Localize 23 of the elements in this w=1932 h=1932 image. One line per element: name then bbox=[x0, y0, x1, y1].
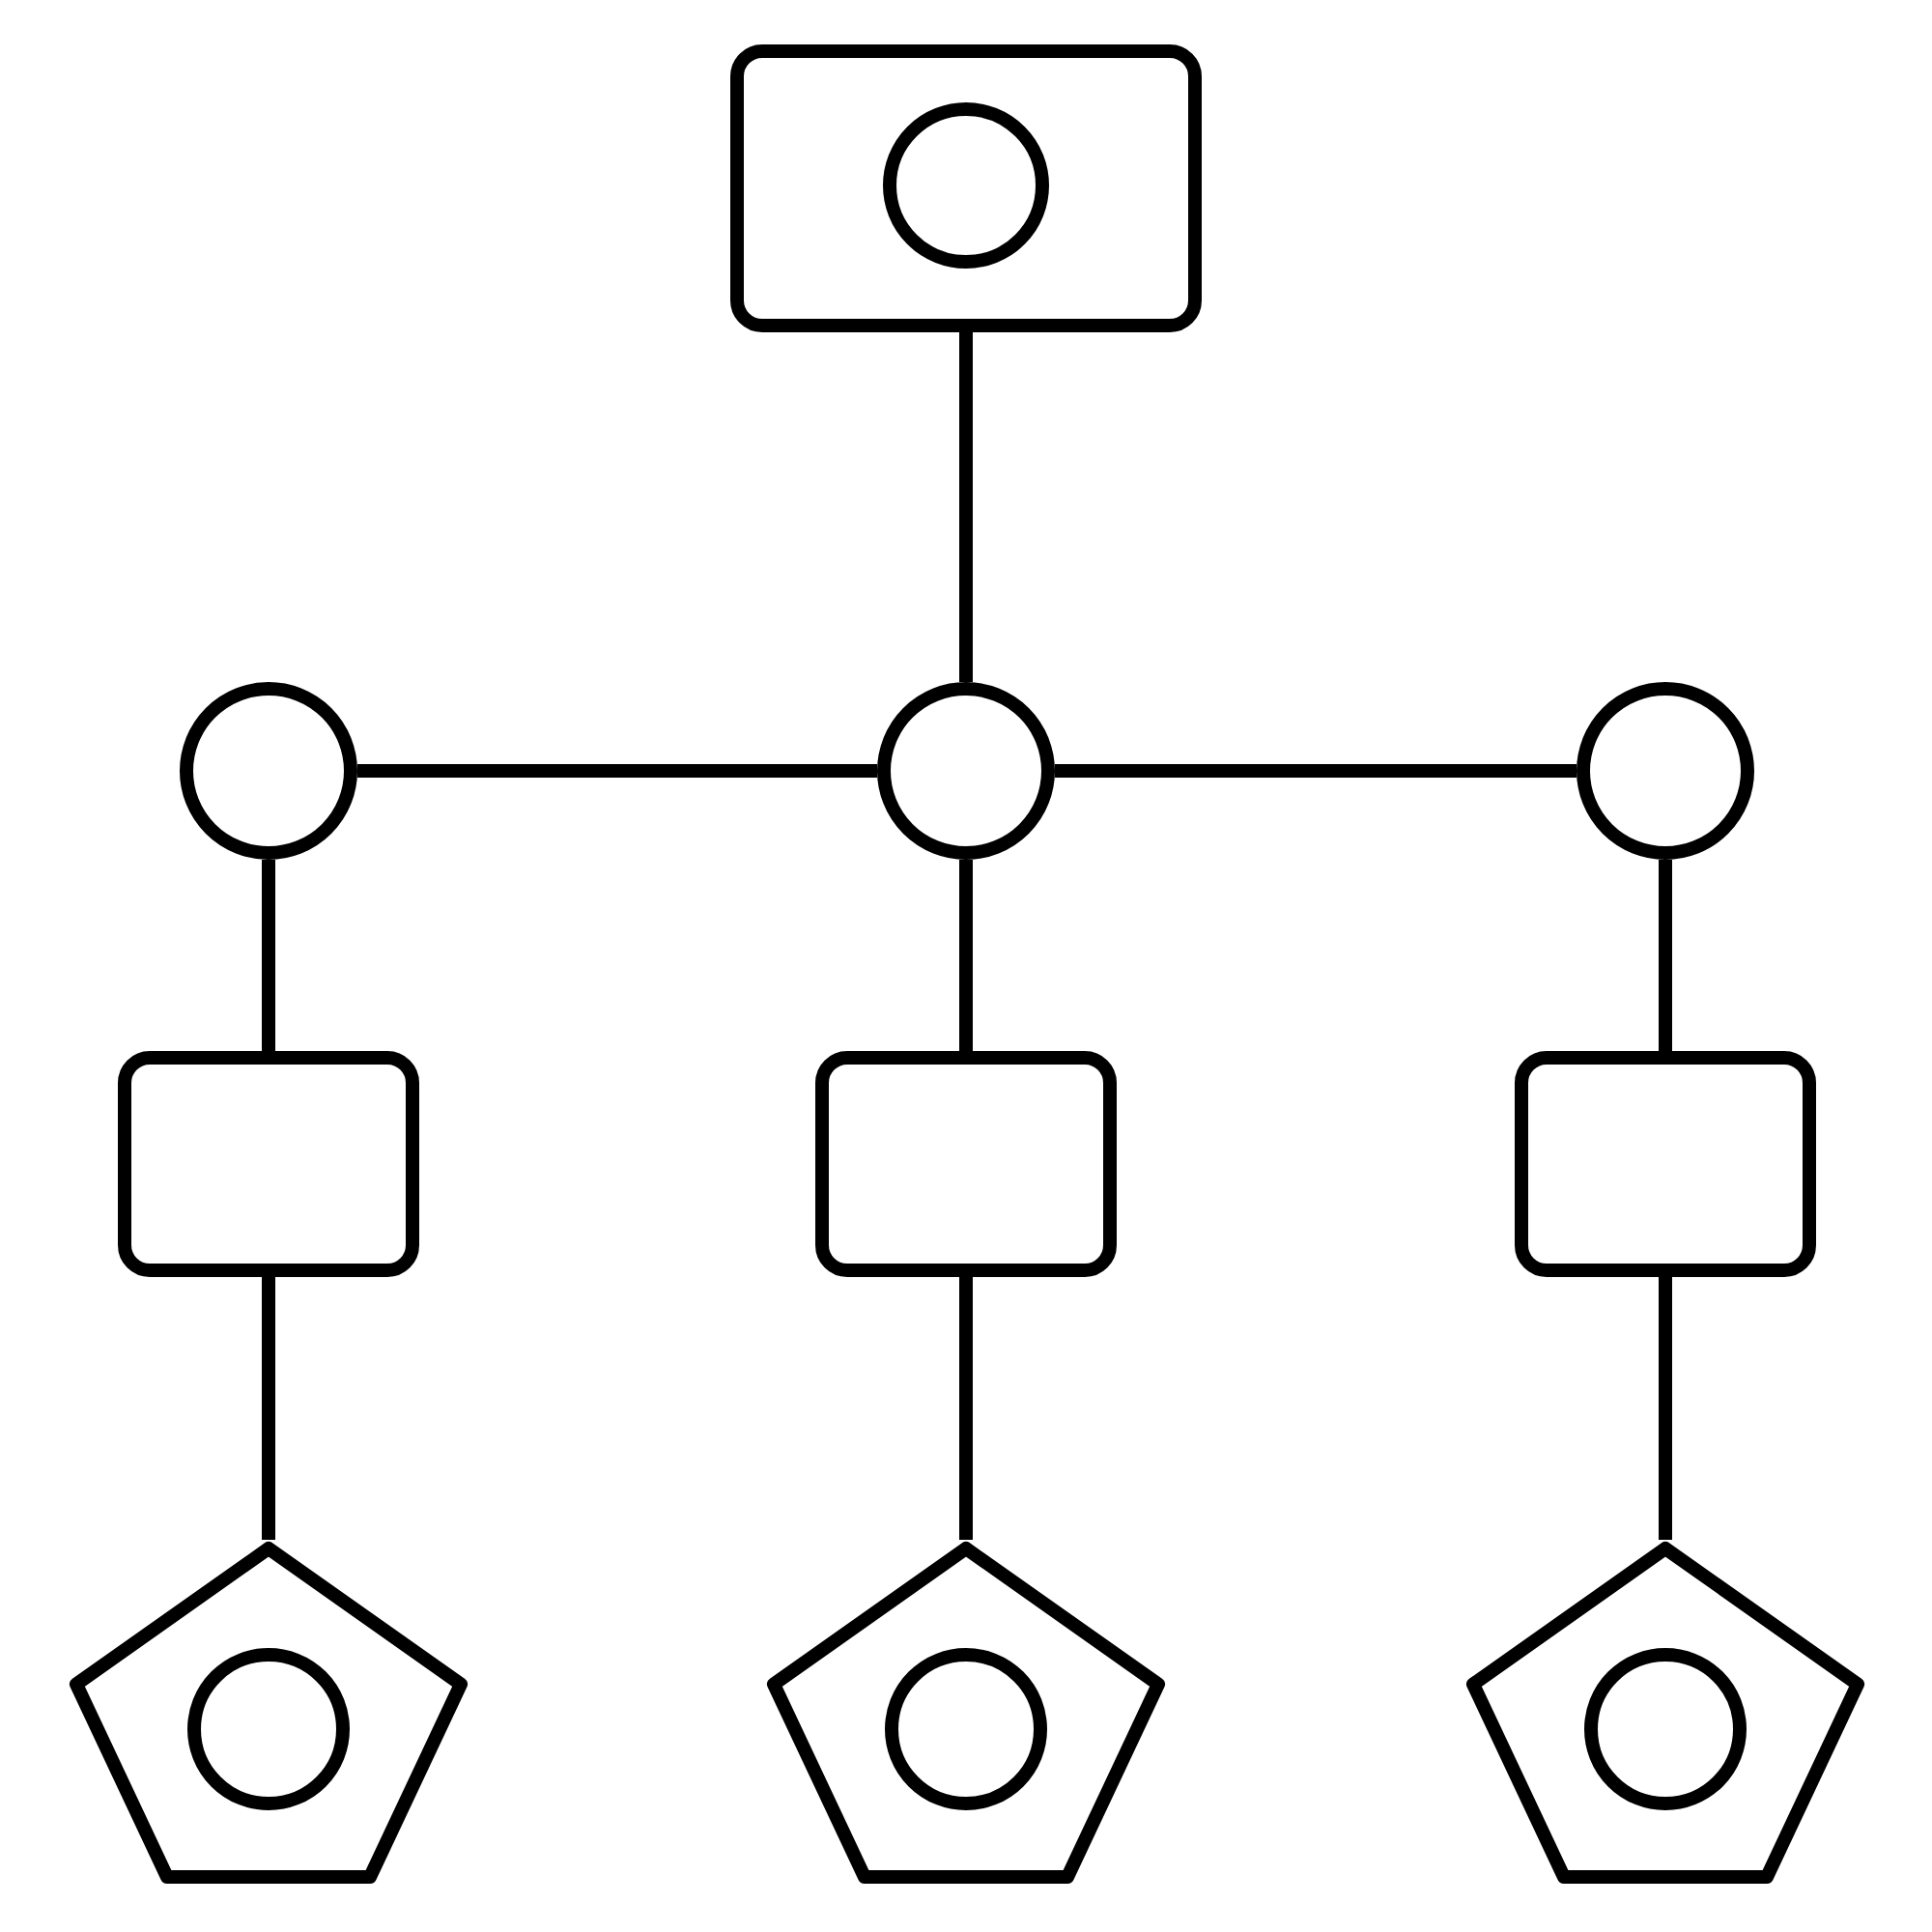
inner-circle bbox=[883, 102, 1049, 269]
pentagon-node bbox=[70, 1540, 468, 1884]
pentagon-node bbox=[767, 1540, 1165, 1884]
circle-node bbox=[1577, 682, 1754, 860]
connector-line bbox=[357, 764, 877, 778]
rounded-rectangle bbox=[118, 1051, 419, 1277]
circle-node bbox=[180, 682, 357, 860]
inner-circle bbox=[1584, 1648, 1747, 1810]
connector-line bbox=[262, 860, 275, 1051]
connector-line bbox=[959, 860, 973, 1051]
pentagon-node bbox=[1466, 1540, 1864, 1884]
connector-line bbox=[959, 1277, 973, 1540]
rounded-rectangle bbox=[1515, 1051, 1816, 1277]
connector-line bbox=[1659, 860, 1672, 1051]
connector-line bbox=[1659, 1277, 1672, 1540]
connector-line bbox=[959, 332, 973, 682]
rounded-rectangle bbox=[815, 1051, 1117, 1277]
rounded-rectangle bbox=[730, 44, 1202, 332]
inner-circle bbox=[885, 1648, 1047, 1810]
circle-node bbox=[877, 682, 1055, 860]
inner-circle bbox=[187, 1648, 350, 1810]
connector-line bbox=[1055, 764, 1577, 778]
connector-line bbox=[262, 1277, 275, 1540]
